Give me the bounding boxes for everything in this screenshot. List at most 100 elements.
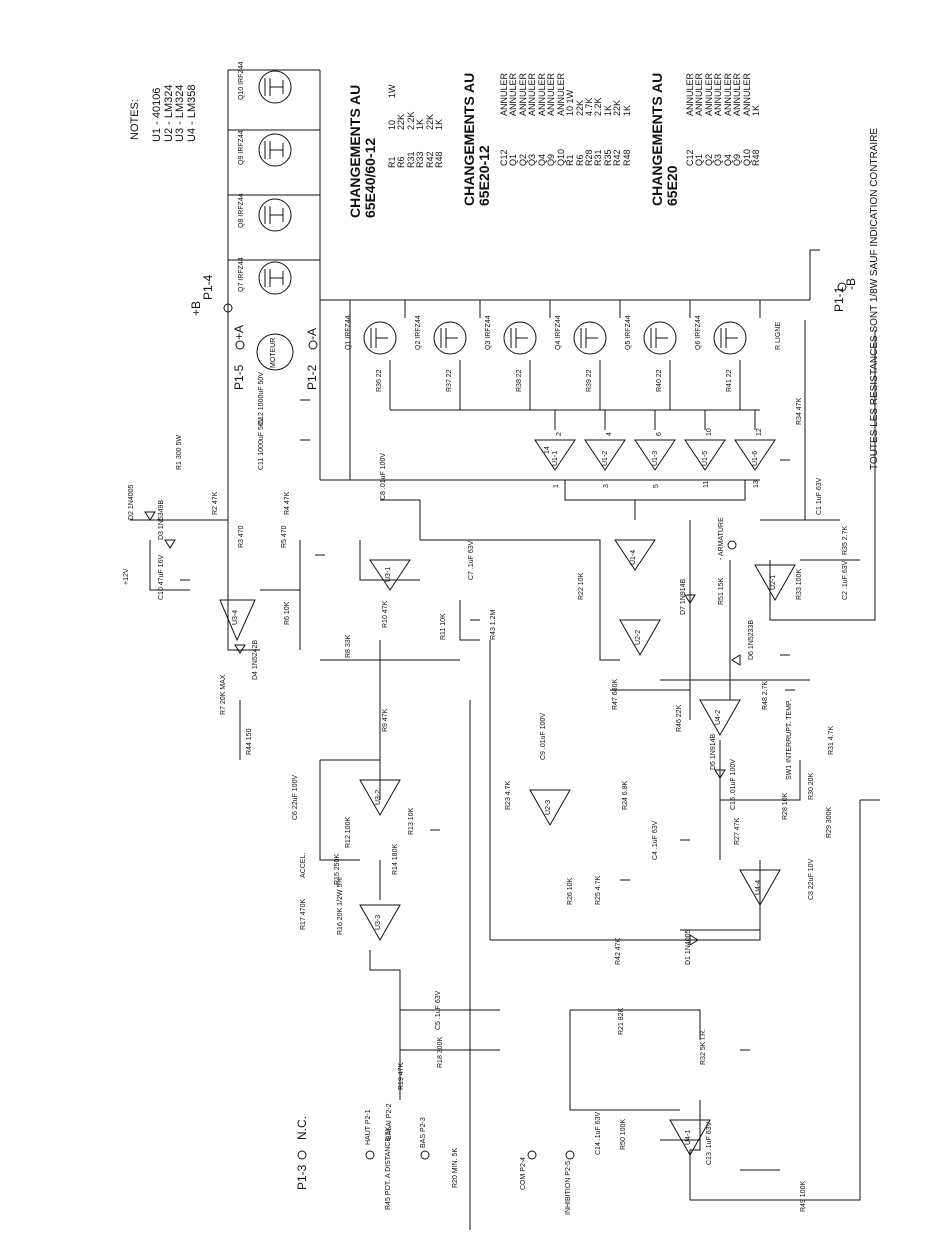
label-r42: R42 47K [615,937,622,965]
label-r49: R49 100K [800,1180,807,1212]
pin-6: 6 [656,432,663,436]
label-u3-4: U3-4 [232,609,239,625]
label-r46: R46 22K [676,704,683,732]
label-r26: R26 10K [567,877,574,905]
diode-d1 [689,934,699,946]
label-u1-4: U1-4 [630,549,637,565]
connector-p2-1 [365,1150,375,1160]
label-r20: R20 MIN. 5K [452,1147,459,1188]
label-q9: Q9 IRFZ44 [238,130,245,165]
changes-2-title: CHANGEMENTS AU [461,72,477,206]
label-q4: Q4 IRFZ44 [555,315,562,350]
pin-11: 11 [703,480,710,488]
label-c11: C11 1000uF 50V [258,417,265,470]
q10-symbol [258,70,292,104]
q3-symbol [503,321,537,355]
connector-armature [727,540,737,550]
inverter-u1-5 [684,439,726,471]
opamp-u2-2 [619,619,661,657]
label-r11: R11 10K [440,613,447,640]
pin-10: 10 [706,428,713,436]
label-r51: R51 15K [718,577,725,605]
changes-1-title: CHANGEMENTS AU [347,84,363,218]
label-u3-1: U3-1 [385,566,392,582]
label-c10: C10 47uF 16V [158,554,165,600]
footer-note: TOUTES LES RESISTANCES SONT 1/8W SAUF IN… [869,127,880,470]
label-minus-a: -A [305,328,319,340]
label-d6: D6 1N5233B [748,619,755,660]
note-line: U3 - LM324 [174,84,187,142]
label-u2-2: U2-2 [635,629,642,645]
label-armature: - ARMATURE [718,517,725,560]
diode-d6 [731,654,741,666]
label-moteur: MOTEUR [270,337,277,368]
label-r21: R21 82K [618,1007,625,1035]
label-r30: R30 20K [808,772,815,800]
label-plus-a: +A [232,324,246,340]
q7-symbol [258,261,292,295]
label-sw1: SW1 INTERRUPT. TEMP. [786,699,793,780]
label-u1-2: U1-2 [602,450,609,466]
label-r14: R14 180K [392,843,399,875]
label-c13: C13 .1uF 63V [706,1121,713,1165]
label-r50: R50 100K [620,1118,627,1150]
diode-d3 [164,539,176,549]
inverter-u1-4 [614,539,656,571]
label-r31: R31 4.7K [828,725,835,755]
label-p1-1: P1-1 [832,286,846,312]
label-r43: R43 1.2M [490,609,497,640]
notes-title: NOTES: [129,99,141,140]
label-r19: R19 47K [398,1062,405,1090]
label-q6: Q6 IRFZ44 [695,315,702,350]
label-r5: R5 470 [281,525,288,548]
inverter-u1-2 [584,439,626,471]
note-line: U4 - LM358 [185,84,198,142]
label-r33: R33 100K [796,568,803,600]
motor-symbol [256,333,294,371]
label-r8: R8 33K [345,634,352,658]
label-nc: N.C. [295,1116,309,1140]
label-r27: R27 47K [734,817,741,845]
label-r6: R6 10K [284,601,291,625]
label-q8: Q8 IRFZ44 [238,193,245,228]
q1-symbol [363,321,397,355]
label-u2-1: U2-1 [770,574,777,590]
label-u3-2: U3-2 [375,789,382,805]
changes-3-header: CHANGEMENTS AU 65E20 [649,73,680,206]
label-q1: Q1 IRFZ44 [345,315,352,350]
label-ligne: R LIGNE [775,321,782,350]
pin-3: 3 [603,484,610,488]
label-r12: R12 100K [345,816,352,848]
label-c7: C7 .1uF 63V [468,540,475,580]
pin-13: 13 [753,480,760,488]
pin-4: 4 [606,432,613,436]
label-u4-1: U4-1 [685,1129,692,1145]
label-com: COM P2-4 [520,1156,527,1190]
pin-1: 1 [553,484,560,488]
label-d1: D1 1N4005 [685,929,692,965]
label-u1-1: U1-1 [552,450,559,466]
pin-5: 5 [653,484,660,488]
label-p1-2: P1-2 [305,364,319,390]
label-haut: HAUT P2-1 [365,1109,372,1145]
label-r16: R16 20K 1/2W 5% [337,877,344,935]
q9-symbol [258,133,292,167]
opamp-u3-2 [359,779,401,817]
inverter-u1-1 [534,439,576,471]
label-c2: C2 .1uF 63V [842,560,849,600]
changes-1-model: 65E40/60-12 [361,137,378,218]
label-c15: C15 .01uF 100V [730,759,737,810]
label-c4: C4 .1uF 63V [652,820,659,860]
label-u2-3: U2-3 [545,799,552,815]
connector-p2-5 [565,1150,575,1160]
label-r9: R9 47K [382,708,389,732]
label-r41: R41 22 [726,369,733,392]
